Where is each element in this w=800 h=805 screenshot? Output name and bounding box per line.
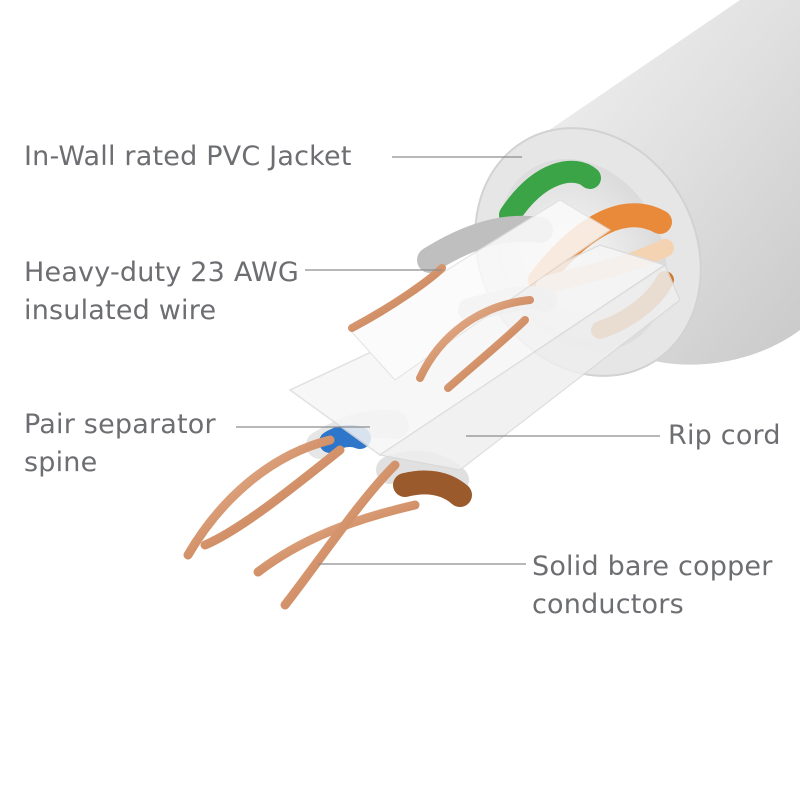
callout-jacket: In-Wall rated PVC Jacket — [24, 138, 352, 176]
callout-jacket-line: In-Wall rated PVC Jacket — [24, 141, 352, 172]
callout-rip-cord-line: Rip cord — [668, 420, 781, 451]
callout-spine-line-1: Pair separator — [24, 409, 216, 440]
callout-copper: Solid bare copper conductors — [532, 548, 773, 624]
callout-copper-line-1: Solid bare copper — [532, 551, 773, 582]
copper-conductors — [183, 264, 534, 610]
leader-lines — [236, 156, 660, 565]
separator-spine — [288, 199, 681, 471]
callout-wire-line-1: Heavy-duty 23 AWG — [24, 257, 300, 288]
callout-spine: Pair separator spine — [24, 406, 216, 482]
callout-rip-cord: Rip cord — [668, 417, 781, 455]
callout-spine-line-2: spine — [24, 447, 98, 478]
callout-copper-line-2: conductors — [532, 589, 684, 620]
callout-wire-line-2: insulated wire — [24, 295, 217, 326]
callout-wire: Heavy-duty 23 AWG insulated wire — [24, 254, 299, 330]
